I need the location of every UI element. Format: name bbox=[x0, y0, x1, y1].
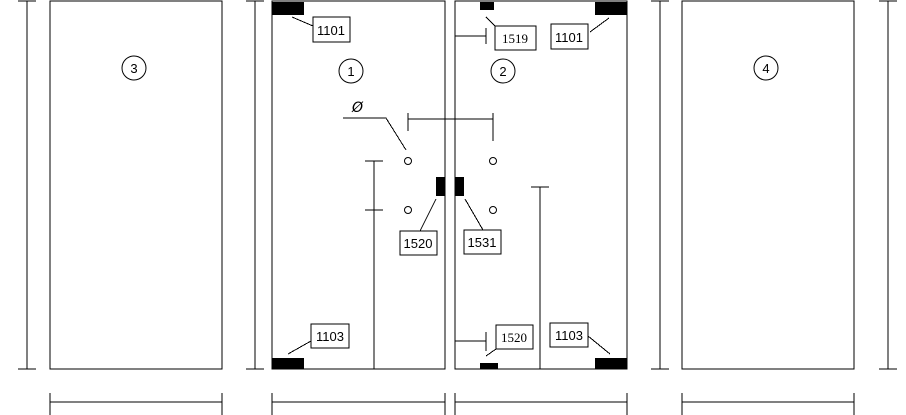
width-dimension-panel-2 bbox=[454, 393, 628, 415]
height-dimension-center-right bbox=[651, 0, 669, 370]
width-dimension-panel-4 bbox=[681, 393, 855, 415]
top-pivot-block bbox=[480, 2, 494, 10]
panel-4: 4 bbox=[681, 0, 855, 370]
tag-bottom-right-patch-label: 1103 bbox=[555, 328, 583, 343]
diameter-callout: Ø bbox=[343, 100, 407, 151]
panel-2-number: 2 bbox=[499, 64, 506, 79]
tag-top-pivot: 1519 bbox=[455, 16, 537, 51]
tag-bottom-left-patch-label: 1103 bbox=[316, 329, 344, 344]
tag-top-right-patch-label: 1101 bbox=[555, 30, 583, 45]
panel-4-number: 4 bbox=[762, 61, 769, 76]
handle-hole-right-upper bbox=[489, 157, 497, 165]
diameter-symbol: Ø bbox=[351, 100, 364, 116]
patch-fitting-bottom-left bbox=[272, 358, 304, 369]
tag-lock-right-label: 1531 bbox=[468, 235, 497, 250]
handle-hole-left-lower bbox=[404, 206, 412, 214]
patch-fitting-top-right bbox=[595, 2, 627, 15]
tag-lock-left: 1520 bbox=[399, 198, 438, 256]
hole-offset-dimension bbox=[407, 113, 494, 141]
panel-3: 3 bbox=[49, 0, 223, 370]
tag-top-left-patch-label: 1101 bbox=[317, 23, 345, 38]
tag-bottom-pivot-label: 1520 bbox=[501, 330, 527, 345]
panel-1-number-circle bbox=[338, 58, 364, 84]
bottom-pivot-block bbox=[480, 363, 498, 369]
panel-3-number: 3 bbox=[130, 61, 137, 76]
patch-fitting-top-left bbox=[272, 2, 304, 15]
tag-top-pivot-label: 1519 bbox=[502, 31, 528, 46]
lock-block-right bbox=[455, 177, 464, 196]
height-dimension-center-left bbox=[246, 0, 264, 370]
panel-1: 1 bbox=[271, 0, 446, 370]
panel-3-number-circle bbox=[121, 55, 147, 81]
tag-bottom-pivot: 1520 bbox=[455, 324, 534, 357]
height-dimension-right bbox=[879, 0, 897, 370]
panel-2: 2 bbox=[454, 0, 628, 370]
lock-block-left bbox=[436, 177, 445, 196]
height-dimension-left bbox=[18, 0, 36, 370]
panel-4-number-circle bbox=[753, 55, 779, 81]
tag-lock-right: 1531 bbox=[463, 198, 502, 255]
tag-lock-left-label: 1520 bbox=[404, 236, 433, 251]
handle-hole-right-lower bbox=[489, 206, 497, 214]
tag-top-left-patch: 1101 bbox=[291, 16, 351, 43]
handle-hole-left-upper bbox=[404, 157, 412, 165]
width-dimension-panel-1 bbox=[271, 393, 446, 415]
tag-bottom-right-patch: 1103 bbox=[549, 322, 611, 355]
tag-top-right-patch: 1101 bbox=[550, 17, 610, 50]
patch-fitting-bottom-right bbox=[595, 358, 627, 369]
panel-2-number-circle bbox=[490, 58, 516, 84]
tag-bottom-left-patch: 1103 bbox=[287, 323, 350, 355]
width-dimension-panel-3 bbox=[49, 393, 223, 415]
panel-1-number: 1 bbox=[347, 64, 354, 79]
